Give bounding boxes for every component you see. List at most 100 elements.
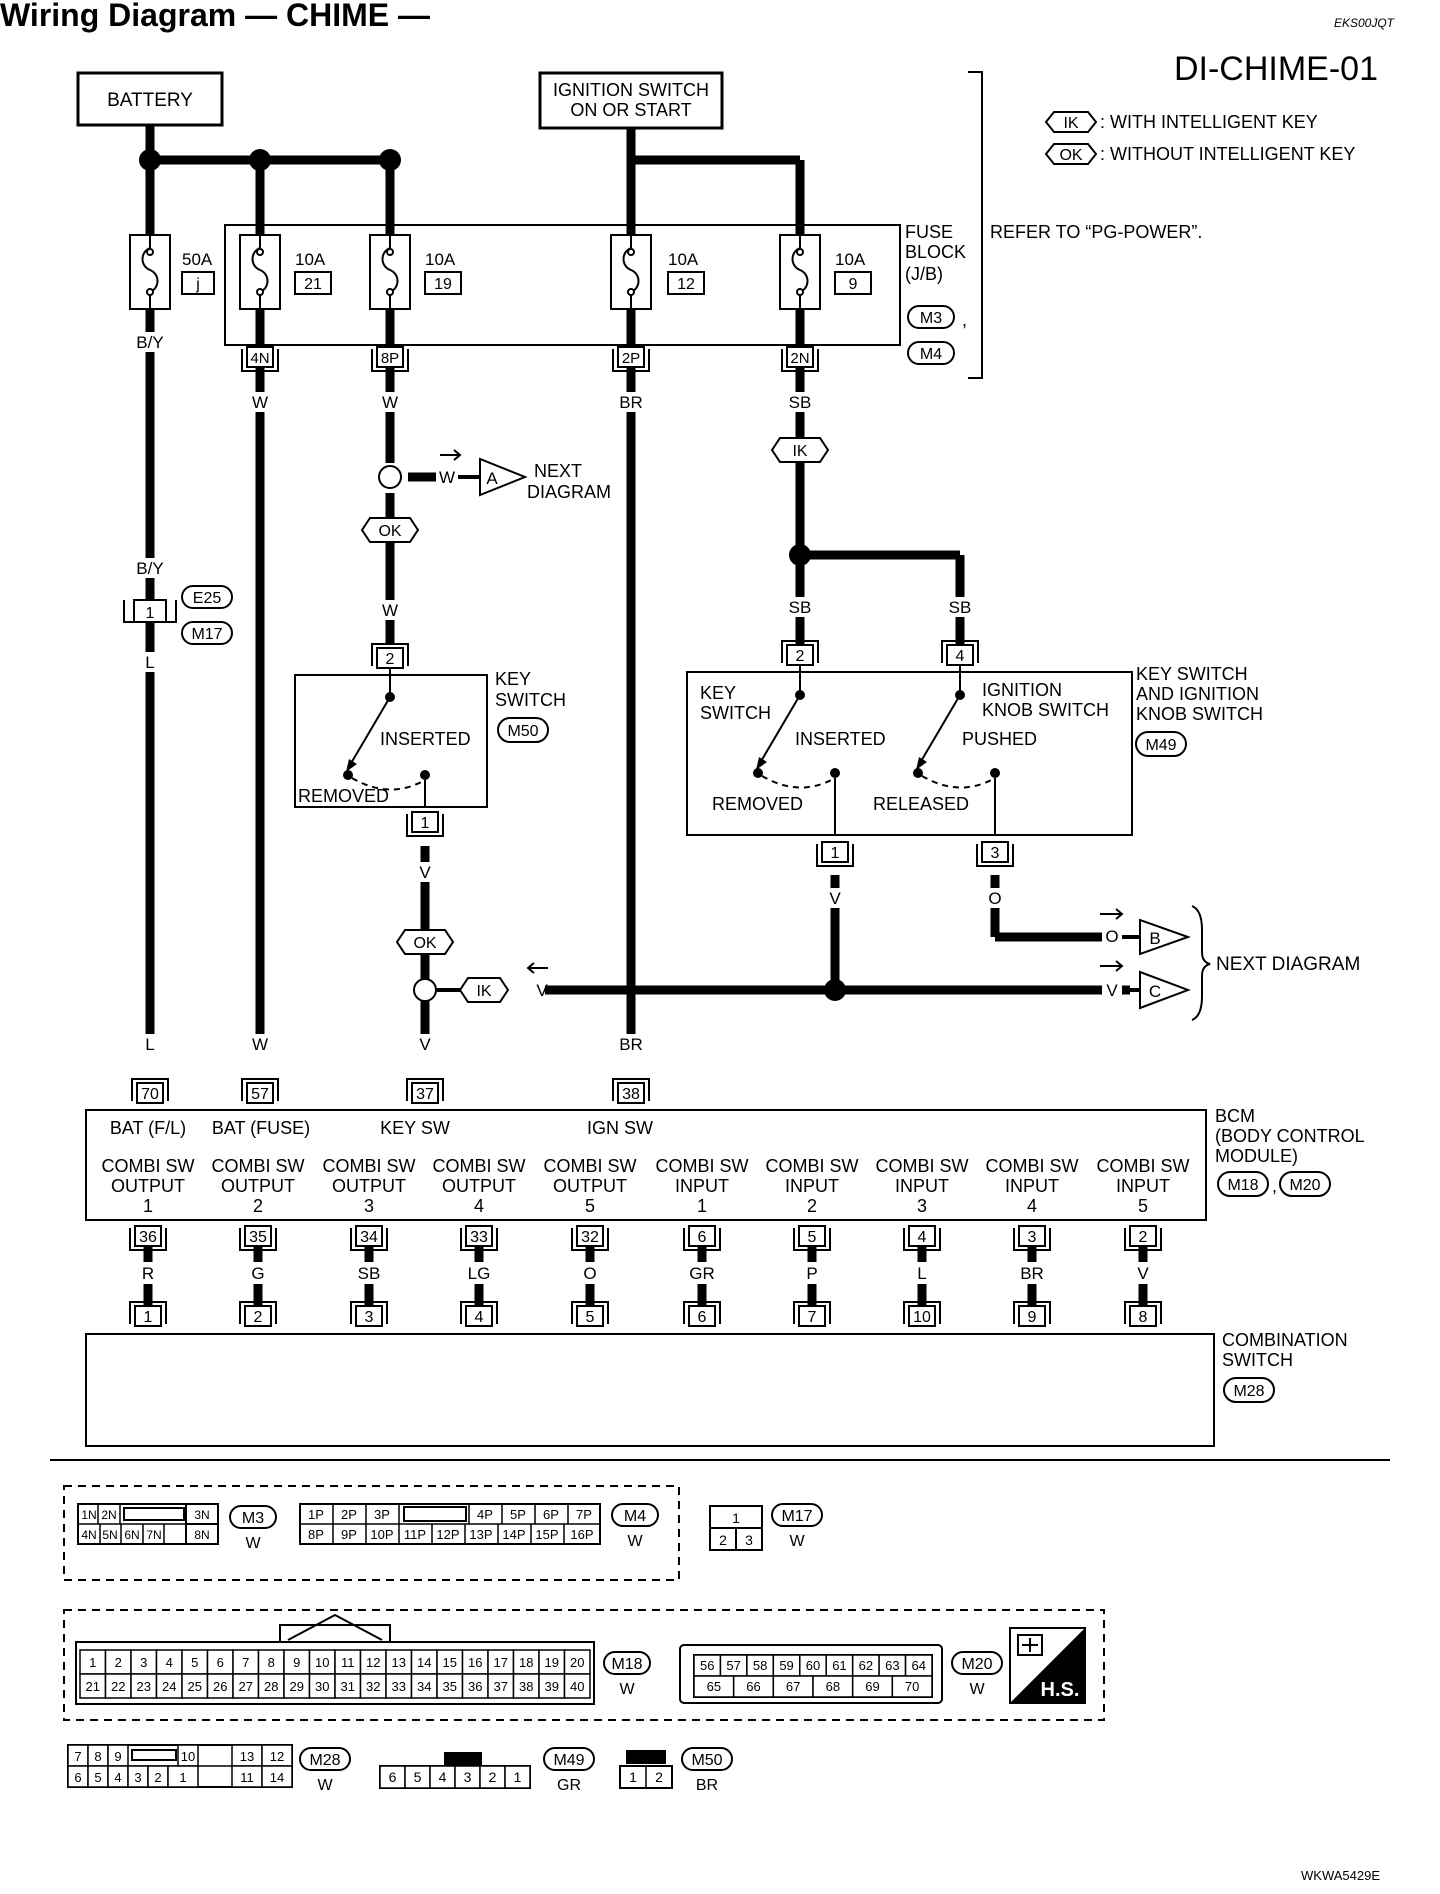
m28-pin: 6 xyxy=(67,1765,89,1788)
m18-pin-label: 23 xyxy=(137,1679,151,1694)
m49-pin-label: 1 xyxy=(514,1769,522,1785)
m18-pin: 25 xyxy=(181,1673,209,1699)
m3-pin-2n: 2N xyxy=(101,1508,116,1522)
m4-pin-14p: 14P xyxy=(502,1527,525,1542)
next-c-wire: V xyxy=(1106,981,1118,1000)
combination-switch-pin-label: 3 xyxy=(365,1309,374,1326)
bcm-combi-l3: 5 xyxy=(585,1196,595,1216)
m4-pin-12p: 12P xyxy=(436,1527,459,1542)
key-ign-switch-m49: 2 4 1 3 KEY SWITCH IGNITION KNOB SWITCH … xyxy=(686,640,1263,867)
bcm-combi-l1: COMBI SW xyxy=(544,1156,637,1176)
combination-switch-title2: SWITCH xyxy=(1222,1350,1293,1370)
fuse-9-num: 9 xyxy=(849,276,858,293)
bcm-combi-l3: 1 xyxy=(143,1196,153,1216)
m3-name: M3 xyxy=(242,1510,264,1527)
m49-ik2: KNOB SWITCH xyxy=(982,700,1109,720)
fuse-block-line1: FUSE xyxy=(905,222,953,242)
fuse-50a xyxy=(129,234,171,310)
bcm-title1: BCM xyxy=(1215,1106,1255,1126)
key-switch-removed: REMOVED xyxy=(298,786,389,806)
bcm-combi-l1: COMBI SW xyxy=(1097,1156,1190,1176)
m18-pin: 23 xyxy=(130,1673,158,1699)
m49-pin: 2 xyxy=(479,1765,506,1789)
fuse-block-refer: REFER TO “PG-POWER”. xyxy=(990,222,1202,242)
combination-switch-title1: COMBINATION xyxy=(1222,1330,1348,1350)
next-diagram-a: W A NEXT DIAGRAM xyxy=(436,449,611,502)
m18-pin-label: 9 xyxy=(293,1655,300,1670)
wire-label-sb-2n: SB xyxy=(789,393,812,412)
bcm-combi-l3: 1 xyxy=(697,1196,707,1216)
m49-pin-2-label: 2 xyxy=(796,648,805,665)
bcm-combi-l2: INPUT xyxy=(1005,1176,1059,1196)
m18-pin: 12 xyxy=(359,1649,387,1675)
m28-pin-label: 10 xyxy=(181,1749,195,1764)
m18-pin: 4 xyxy=(155,1649,183,1675)
wire-label-l-2: L xyxy=(145,1035,154,1054)
wire-label-sb-ks: SB xyxy=(789,598,812,617)
m49-ks2: SWITCH xyxy=(700,703,771,723)
fuse-block-conn-m3: M3 xyxy=(920,310,942,327)
key-switch-conn: M50 xyxy=(507,723,538,740)
m20-pin-label: 59 xyxy=(779,1658,793,1673)
m18-pin-label: 37 xyxy=(494,1679,508,1694)
m18-pin-label: 2 xyxy=(115,1655,122,1670)
bcm-combi-l2: OUTPUT xyxy=(442,1176,516,1196)
fuse-block: FUSE BLOCK (J/B) M3 , M4 REFER TO “PG-PO… xyxy=(129,71,1202,379)
page-title: Wiring Diagram — CHIME — xyxy=(0,0,430,33)
tag-ik-v-label: IK xyxy=(476,983,491,1000)
combi-wire-label: SB xyxy=(358,1264,381,1283)
m18-pin-label: 14 xyxy=(417,1655,431,1670)
bcm-combi-pin-label: 36 xyxy=(139,1229,157,1246)
m28-pin-label: 11 xyxy=(240,1770,254,1785)
next-a-wire: W xyxy=(439,468,455,487)
m20-pin-label: 70 xyxy=(905,1679,919,1694)
combi-wire-label: V xyxy=(1137,1264,1149,1283)
m18-pin-label: 29 xyxy=(290,1679,304,1694)
legend-ik-text: : WITH INTELLIGENT KEY xyxy=(1100,112,1318,132)
bcm-combi-l1: COMBI SW xyxy=(876,1156,969,1176)
bcm-combi-pin-label: 35 xyxy=(249,1229,267,1246)
m28-pin: 13 xyxy=(231,1744,263,1767)
bcm-label-key-sw: KEY SW xyxy=(380,1118,450,1138)
bcm-combi-l3: 4 xyxy=(1027,1196,1037,1216)
bcm-combi-l2: OUTPUT xyxy=(553,1176,627,1196)
m18-pin: 3 xyxy=(130,1649,158,1675)
bcm-label-ign-sw: IGN SW xyxy=(587,1118,653,1138)
m20-pin: 58 xyxy=(746,1654,775,1677)
m4-color: W xyxy=(627,1533,643,1550)
m20-pin: 57 xyxy=(719,1654,748,1677)
bcm-combi-l2: OUTPUT xyxy=(332,1176,406,1196)
m20-pin-label: 56 xyxy=(700,1658,714,1673)
m49-title2: AND IGNITION xyxy=(1136,684,1259,704)
bcm-label-bat-fl: BAT (F/L) xyxy=(110,1118,186,1138)
bcm-title3: MODULE) xyxy=(1215,1146,1298,1166)
terminal-2n-label: 2N xyxy=(790,350,809,367)
m28-pin: 1 xyxy=(167,1765,199,1788)
m4-pin-11p: 11P xyxy=(404,1527,426,1542)
m17-pin-2: 2 xyxy=(719,1532,727,1548)
m18-pin-label: 5 xyxy=(191,1655,198,1670)
m49-title1: KEY SWITCH xyxy=(1136,664,1248,684)
next-b-letter: B xyxy=(1149,929,1160,948)
m18-pin: 21 xyxy=(79,1673,107,1699)
combi-wire-label: G xyxy=(251,1264,264,1283)
m20-pin: 62 xyxy=(851,1654,880,1677)
m4-pin-4p: 4P xyxy=(477,1507,493,1522)
m28-pin-label: 13 xyxy=(240,1749,254,1764)
m3-pin-8n: 8N xyxy=(194,1528,209,1542)
m4-pin-6p: 6P xyxy=(543,1507,559,1522)
connector-m4: 1P 2P 3P 4P 5P 6P 7P 8P 9P 10P 11P 12P 1… xyxy=(299,1503,659,1550)
m3-pin-3n: 3N xyxy=(194,1508,209,1522)
wire-label-w-8p: W xyxy=(382,393,398,412)
m18-pin: 22 xyxy=(104,1673,132,1699)
m18-pin: 13 xyxy=(385,1649,413,1675)
m28-pin: 7 xyxy=(67,1744,89,1767)
m18-pin-label: 1 xyxy=(89,1655,96,1670)
bcm-combi-pin-label: 3 xyxy=(1028,1229,1037,1246)
m28-pin-label: 8 xyxy=(94,1749,101,1764)
